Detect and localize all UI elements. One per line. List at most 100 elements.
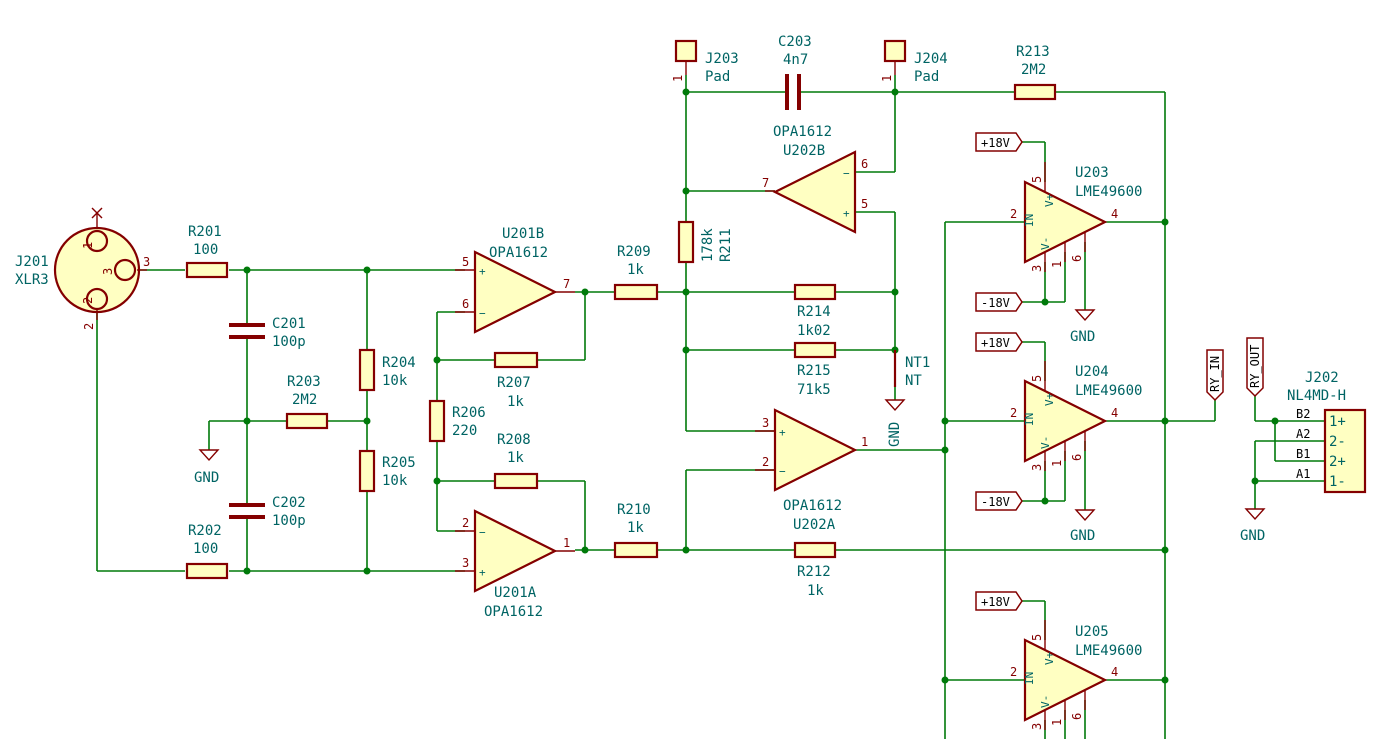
gnd-symbol-r203: GND <box>194 449 220 486</box>
gnd-label-3: GND <box>1070 329 1095 345</box>
u204-pin-1: 1 <box>1050 460 1064 467</box>
ry-out-label: RY_OUT <box>1248 345 1262 388</box>
j201-pin-2: 2 <box>82 323 96 330</box>
resistor-r207: R207 1k <box>493 351 539 410</box>
opamp-u202b: − + 6 5 7 OPA1612 U202B <box>762 124 868 234</box>
test-pad-j204: 1 J204 Pad <box>880 39 948 85</box>
u201b-pin-out: 7 <box>563 277 570 291</box>
resistor-r203: R203 2M2 <box>285 374 329 430</box>
resistor-r211: 178k R211 <box>677 220 734 264</box>
speakon-connector-j202: J202 NL4MD-H 1+ 2- 2+ 1- B2 A2 B1 A1 <box>1287 370 1367 494</box>
resistor-r208: R208 1k <box>493 432 539 490</box>
svg-text:+: + <box>479 265 486 278</box>
u202b-pin-out: 7 <box>762 176 769 190</box>
resistor-r206: R206 220 <box>428 399 486 443</box>
svg-text:−: − <box>843 167 850 180</box>
j203-ref: J203 <box>705 51 739 67</box>
test-pad-j203: 1 J203 Pad <box>671 39 739 85</box>
r204-ref: R204 <box>382 355 416 371</box>
r210-ref: R210 <box>617 502 651 518</box>
opamp-u201b: + − 5 6 7 U201B OPA1612 <box>455 226 575 334</box>
u202b-value: OPA1612 <box>773 124 832 140</box>
nt1-ref: NT1 <box>905 355 930 371</box>
u205-in-name: IN <box>1023 672 1036 685</box>
net-tie-nt1: NT1 NT <box>893 350 930 389</box>
capacitor-c203: C203 4n7 <box>778 34 812 110</box>
svg-text:−: − <box>479 307 486 320</box>
r214-ref: R214 <box>797 304 831 320</box>
power-port-u204-pos: +18V <box>975 332 1023 352</box>
u205-value: LME49600 <box>1075 643 1142 659</box>
nt1-value: NT <box>905 373 922 389</box>
c202-value: 100p <box>272 513 306 529</box>
r202-ref: R202 <box>188 523 222 539</box>
resistor-r215: R215 71k5 <box>793 341 837 398</box>
u202a-pin-plus: 3 <box>762 416 769 430</box>
r206-ref: R206 <box>452 405 486 421</box>
j202-net-b2: B2 <box>1296 407 1310 421</box>
gnd-label-1: GND <box>194 470 219 486</box>
r214-value: 1k02 <box>797 323 831 339</box>
resistor-r212: R212 1k <box>793 541 837 599</box>
buffer-u203: IN V+ V- 2 4 5 3 1 6 U203 LME49600 <box>1010 162 1142 272</box>
xlr-connector-j201: J201 XLR3 1 3 2 3 2 <box>15 207 150 330</box>
resistor-r201: R201 100 <box>185 224 229 279</box>
u205-pin-vplus: 5 <box>1030 634 1044 641</box>
r210-value: 1k <box>627 520 644 536</box>
u204-pin-out: 4 <box>1111 406 1118 420</box>
c203-value: 4n7 <box>783 52 808 68</box>
r202-value: 100 <box>193 541 218 557</box>
j202-pin-1m: 1- <box>1329 474 1346 490</box>
c202-ref: C202 <box>272 495 306 511</box>
power-port-u205-pos: +18V <box>975 591 1023 611</box>
u204-pin-vplus: 5 <box>1030 375 1044 382</box>
junctions <box>243 88 1279 684</box>
u203-ref: U203 <box>1075 165 1109 181</box>
u205-pin-out: 4 <box>1111 665 1118 679</box>
u201b-pin-minus: 6 <box>462 297 469 311</box>
j204-pin: 1 <box>880 75 894 82</box>
j202-pin-1p: 1+ <box>1329 414 1346 430</box>
ry-in-label: RY_IN <box>1208 356 1222 392</box>
gnd-label-4: GND <box>1070 528 1095 544</box>
power-port-u204-neg: -18V <box>975 491 1023 511</box>
capacitor-c201: C201 100p <box>229 316 306 350</box>
u203-pin-vplus: 5 <box>1030 176 1044 183</box>
gnd-symbol-nt1: GND <box>884 399 906 447</box>
u205-pin-in: 2 <box>1010 665 1017 679</box>
gnd-symbol-u203: GND <box>1070 309 1096 345</box>
resistor-r214: R214 1k02 <box>793 283 837 339</box>
c201-value: 100p <box>272 334 306 350</box>
opamp-u201a: − + 2 3 1 U201A OPA1612 <box>455 509 575 620</box>
j202-pin-2m: 2- <box>1329 434 1346 450</box>
r203-value: 2M2 <box>292 392 317 408</box>
u202b-ref: U202B <box>783 143 825 159</box>
c203-ref: C203 <box>778 34 812 50</box>
u202a-pin-minus: 2 <box>762 455 769 469</box>
opamp-u202a: + − 3 2 1 OPA1612 U202A <box>755 408 868 533</box>
r201-ref: R201 <box>188 224 222 240</box>
gnd-symbol-u204: GND <box>1070 509 1096 544</box>
gnd-symbol-j202: GND <box>1240 508 1266 544</box>
r206-value: 220 <box>452 423 477 439</box>
svg-text:+: + <box>779 426 786 439</box>
r208-ref: R208 <box>497 432 531 448</box>
r213-value: 2M2 <box>1021 62 1046 78</box>
u201b-ref: U201B <box>502 226 544 242</box>
svg-text:+: + <box>843 207 850 220</box>
u203-in-name: IN <box>1023 214 1036 227</box>
u205-pin-1: 1 <box>1050 719 1064 726</box>
u203-vminus-name: V- <box>1039 237 1052 250</box>
u204-value: LME49600 <box>1075 383 1142 399</box>
resistor-r202: R202 100 <box>185 523 229 580</box>
u203-pin-out: 4 <box>1111 207 1118 221</box>
u201b-pin-plus: 5 <box>462 255 469 269</box>
u205-ref: U205 <box>1075 624 1109 640</box>
u204-vplus-name: V+ <box>1043 392 1056 406</box>
u204-ref: U204 <box>1075 364 1109 380</box>
j202-net-a1: A1 <box>1296 467 1310 481</box>
j201-pin-3: 3 <box>143 255 150 269</box>
resistor-r209: R209 1k <box>613 244 659 301</box>
r204-value: 10k <box>382 373 408 389</box>
u201a-pin-minus: 2 <box>462 516 469 530</box>
